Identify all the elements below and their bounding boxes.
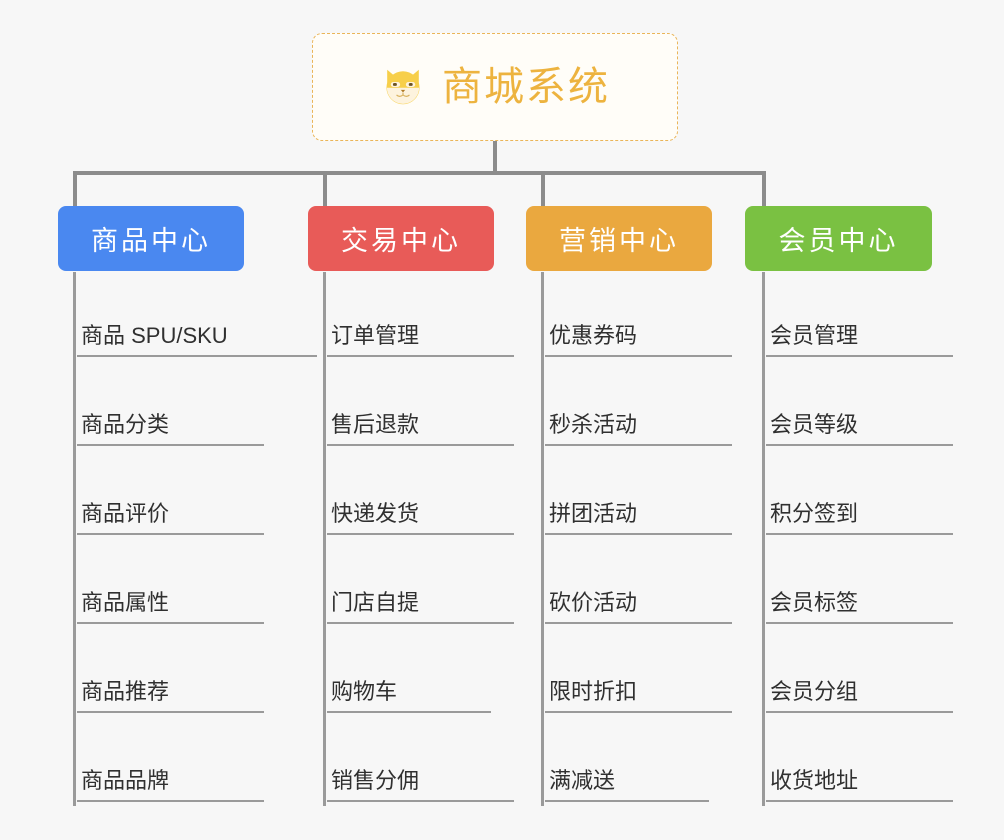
leaf-label: 门店自提	[327, 590, 514, 624]
leaf-item-flash-sale[interactable]: 秒杀活动	[541, 361, 732, 450]
connector-root-stem	[493, 141, 497, 173]
connector-drop-trade-center	[323, 171, 327, 209]
leaf-label: 满减送	[545, 768, 709, 802]
leaf-item-store-pickup[interactable]: 门店自提	[323, 539, 514, 628]
connector-horizontal-bar	[73, 171, 764, 175]
leaf-item-points-checkin[interactable]: 积分签到	[762, 450, 953, 539]
root-node-label: 商城系统	[442, 65, 610, 109]
category-box-product-center[interactable]: 商品中心	[58, 206, 244, 271]
leaf-item-after-sales-refund[interactable]: 售后退款	[323, 361, 514, 450]
leaf-label: 收货地址	[766, 768, 953, 802]
leaf-label: 购物车	[327, 679, 491, 713]
category-label-product-center: 商品中心	[91, 226, 211, 256]
leaf-item-product-brand[interactable]: 商品品牌	[73, 717, 317, 806]
leaf-trunk-line-trade-center	[323, 272, 326, 806]
connector-drop-member-center	[762, 171, 766, 209]
leaf-label: 秒杀活动	[545, 412, 732, 446]
leaf-label: 积分签到	[766, 501, 953, 535]
leaf-item-group-buy[interactable]: 拼团活动	[541, 450, 732, 539]
leaf-label: 商品品牌	[77, 768, 264, 802]
leaf-item-product-recommend[interactable]: 商品推荐	[73, 628, 317, 717]
leaf-label: 销售分佣	[327, 768, 514, 802]
connector-drop-product-center	[73, 171, 77, 209]
leaf-item-member-group[interactable]: 会员分组	[762, 628, 953, 717]
leaf-label: 会员标签	[766, 590, 953, 624]
leaf-label: 快递发货	[327, 501, 514, 535]
leaf-label: 商品推荐	[77, 679, 264, 713]
leaf-item-express-shipping[interactable]: 快递发货	[323, 450, 514, 539]
leaf-label: 拼团活动	[545, 501, 732, 535]
root-node-shop-system[interactable]: 商城系统	[312, 33, 678, 141]
leaf-item-limited-time-discount[interactable]: 限时折扣	[541, 628, 732, 717]
leaf-trunk-line-product-center	[73, 272, 76, 806]
leaf-item-bargain-activity[interactable]: 砍价活动	[541, 539, 732, 628]
leaf-item-member-tag[interactable]: 会员标签	[762, 539, 953, 628]
category-label-member-center: 会员中心	[778, 226, 899, 256]
leaf-label: 优惠券码	[545, 323, 732, 357]
leaf-trunk-line-member-center	[762, 272, 765, 806]
leaf-item-sales-commission[interactable]: 销售分佣	[323, 717, 514, 806]
leaf-label: 售后退款	[327, 412, 514, 446]
leaf-column-trade-center: 订单管理 售后退款 快递发货 门店自提 购物车 销售分佣	[323, 272, 514, 806]
leaf-label: 商品属性	[77, 590, 264, 624]
category-box-trade-center[interactable]: 交易中心	[308, 206, 494, 271]
leaf-label: 商品分类	[77, 412, 264, 446]
leaf-label: 限时折扣	[545, 679, 732, 713]
leaf-label: 商品评价	[77, 501, 264, 535]
category-label-marketing-center: 营销中心	[559, 226, 679, 256]
category-label-trade-center: 交易中心	[341, 226, 461, 256]
leaf-item-product-spu-sku[interactable]: 商品 SPU/SKU	[73, 272, 317, 361]
leaf-item-product-review[interactable]: 商品评价	[73, 450, 317, 539]
leaf-item-member-level[interactable]: 会员等级	[762, 361, 953, 450]
leaf-column-product-center: 商品 SPU/SKU 商品分类 商品评价 商品属性 商品推荐 商品品牌	[73, 272, 317, 806]
leaf-item-shopping-cart[interactable]: 购物车	[323, 628, 514, 717]
category-box-marketing-center[interactable]: 营销中心	[526, 206, 712, 271]
leaf-label: 订单管理	[327, 323, 514, 357]
leaf-item-coupon-code[interactable]: 优惠券码	[541, 272, 732, 361]
leaf-item-product-attribute[interactable]: 商品属性	[73, 539, 317, 628]
connector-drop-marketing-center	[541, 171, 545, 209]
shiba-dog-face-icon	[386, 69, 420, 105]
leaf-label: 商品 SPU/SKU	[77, 323, 317, 357]
leaf-item-member-management[interactable]: 会员管理	[762, 272, 953, 361]
leaf-label: 会员分组	[766, 679, 953, 713]
category-box-member-center[interactable]: 会员中心	[745, 206, 932, 271]
leaf-item-product-category[interactable]: 商品分类	[73, 361, 317, 450]
leaf-trunk-line-marketing-center	[541, 272, 544, 806]
leaf-column-marketing-center: 优惠券码 秒杀活动 拼团活动 砍价活动 限时折扣 满减送	[541, 272, 732, 806]
leaf-column-member-center: 会员管理 会员等级 积分签到 会员标签 会员分组 收货地址	[762, 272, 953, 806]
leaf-item-order-management[interactable]: 订单管理	[323, 272, 514, 361]
leaf-item-full-reduction-gift[interactable]: 满减送	[541, 717, 732, 806]
leaf-item-shipping-address[interactable]: 收货地址	[762, 717, 953, 806]
leaf-label: 会员等级	[766, 412, 953, 446]
leaf-label: 会员管理	[766, 323, 953, 357]
leaf-label: 砍价活动	[545, 590, 732, 624]
